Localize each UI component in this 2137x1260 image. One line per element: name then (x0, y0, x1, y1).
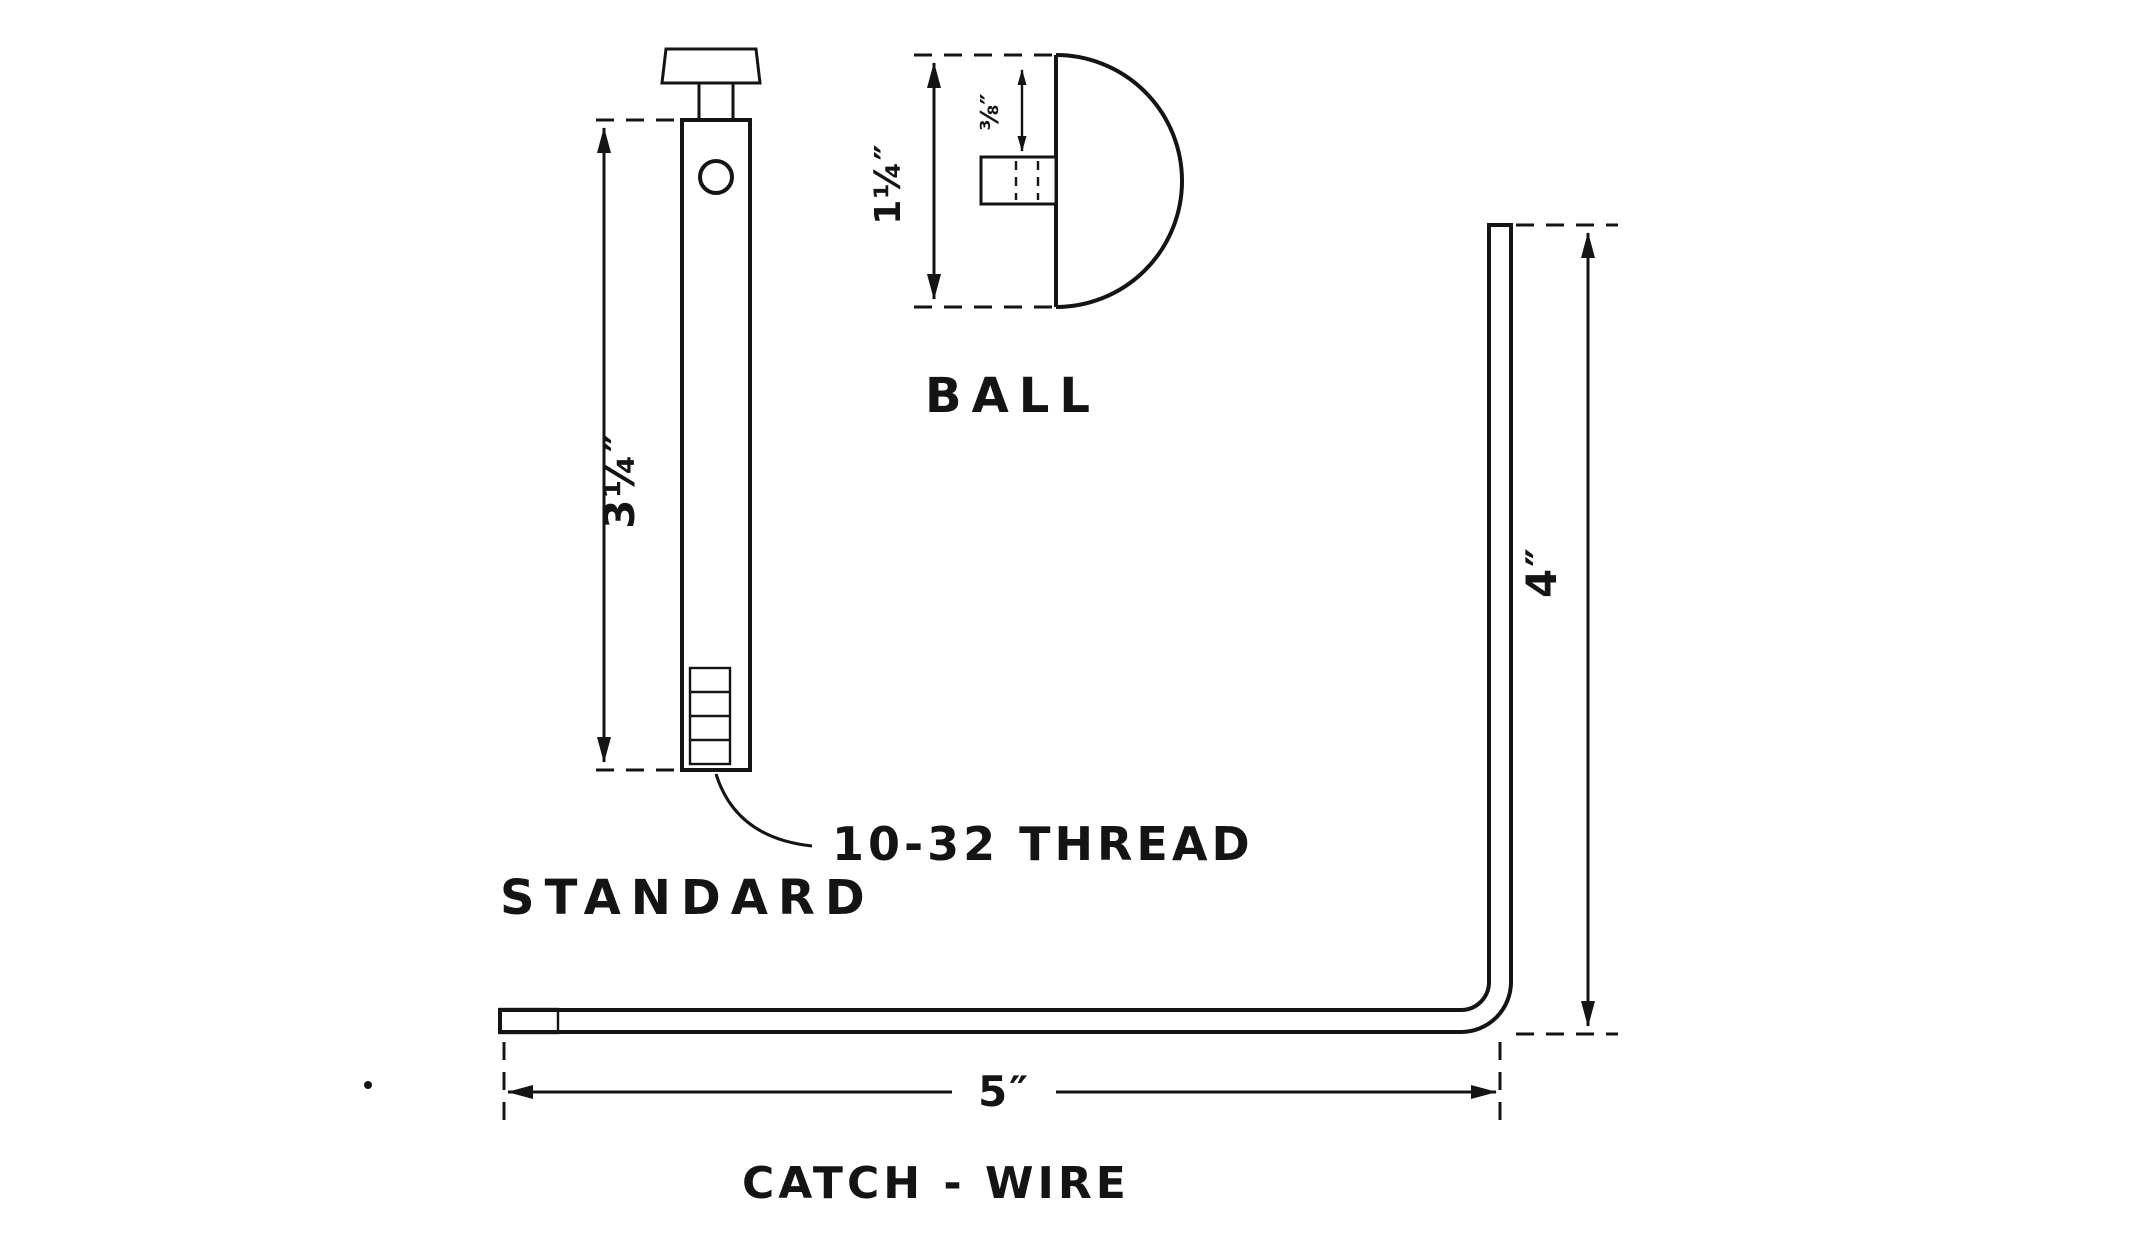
standard-label: STANDARD (500, 870, 875, 926)
wire-threaded-end (498, 1007, 560, 1035)
knob-threaded-stem (697, 81, 735, 122)
dimension-label-standard-length: 3¼″ (595, 431, 644, 528)
thread-note-leader (714, 773, 813, 848)
standard-part: 3¼″ 10-32 THREAD STANDARD (500, 47, 1254, 926)
dimension-label-wire-vertical: 4″ (1517, 546, 1566, 598)
ball-hemisphere-outline (1055, 53, 1184, 309)
rod-hole (698, 159, 734, 195)
stray-dot (364, 1081, 372, 1089)
ball-tapped-hole (979, 155, 1058, 206)
ball-part: 1¼″ ⅜″ BALL (868, 53, 1184, 424)
dimension-label-wire-horizontal: 5″ (978, 1067, 1030, 1116)
rod-body (680, 118, 752, 772)
wire-inner (500, 225, 1509, 1030)
catch-wire-part: 4″ 5″ CATCH - WIRE (498, 223, 1618, 1209)
ball-label: BALL (925, 368, 1100, 424)
thread-note-label: 10-32 THREAD (832, 817, 1254, 871)
catch-wire-label: CATCH - WIRE (742, 1158, 1130, 1209)
dimension-label-ball-hole: ⅜″ (975, 93, 1004, 130)
knurled-knob (660, 47, 762, 85)
dimension-label-ball-height: 1¼″ (868, 143, 909, 224)
